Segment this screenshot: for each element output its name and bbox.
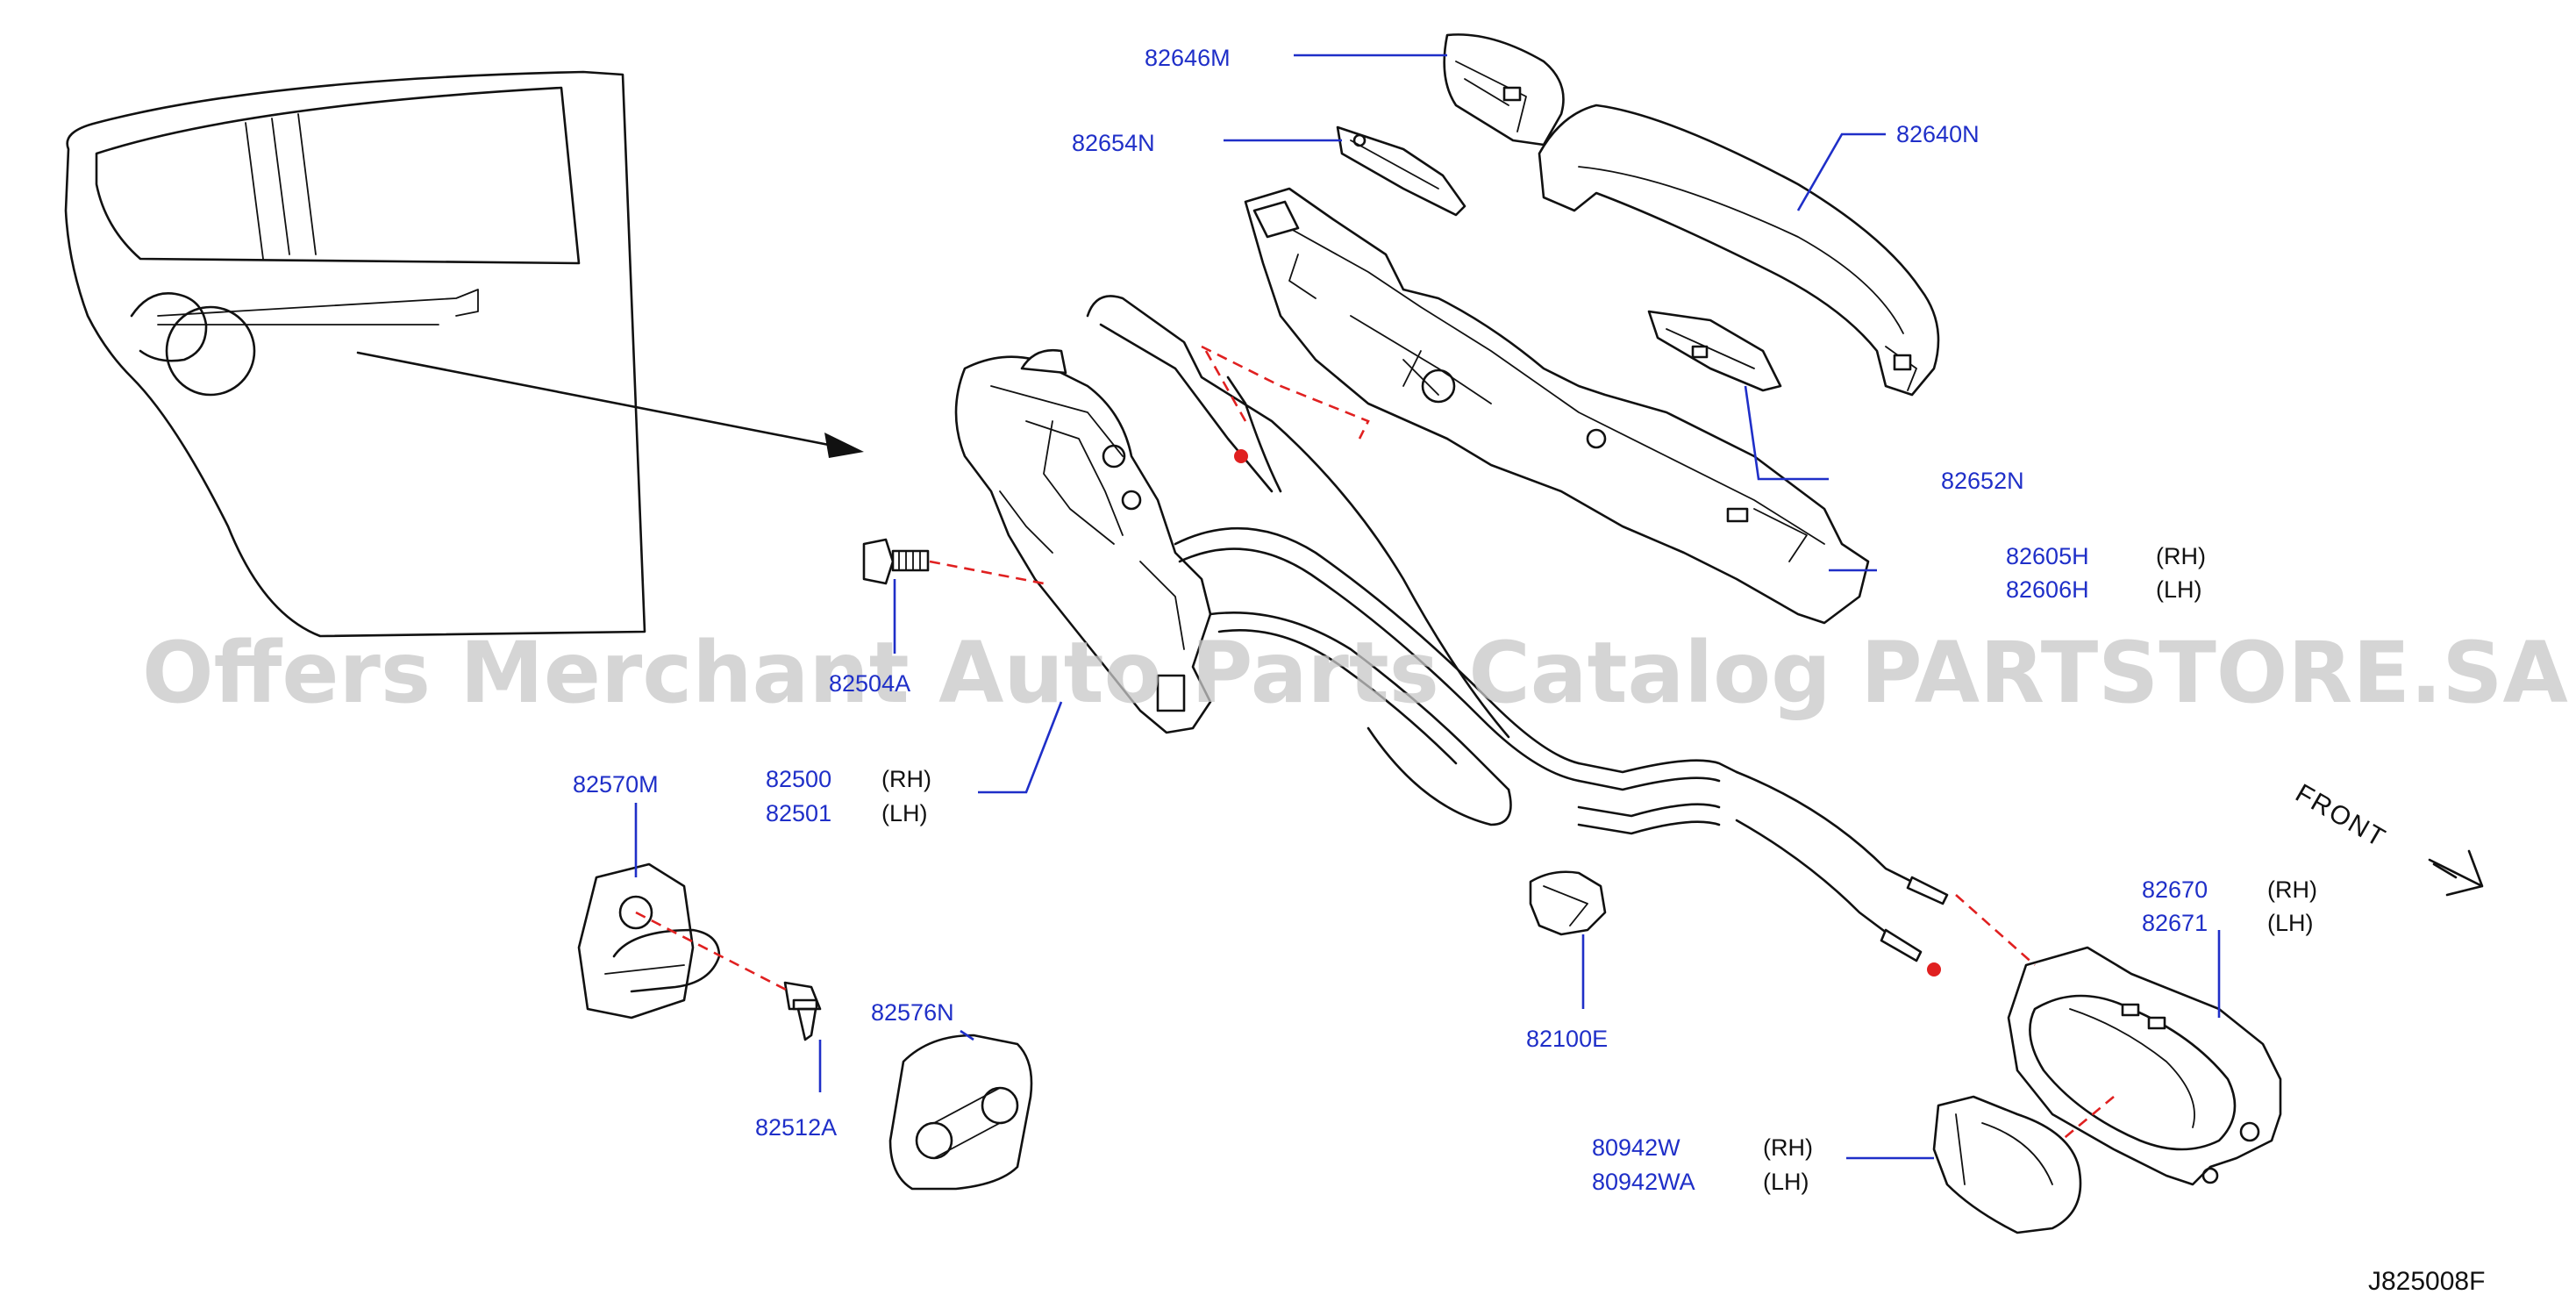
label-82671[interactable]: 82671 [2142,910,2208,936]
label-80942W[interactable]: 80942W [1592,1134,1680,1161]
striker-screw [783,981,822,1041]
label-82504[interactable]: 82504A [829,670,910,697]
label-80942W-side: (RH) [1763,1134,1813,1161]
label-82605H[interactable]: 82605H [2006,543,2089,569]
part-labels: 82646M 82654N 82640N 82652N 82605H (RH) … [573,45,2317,1195]
label-82501[interactable]: 82501 [766,800,831,826]
outside-handle-escutcheon [1443,33,1565,147]
inside-door-handle [2007,946,2282,1186]
label-82652N[interactable]: 82652N [1941,468,2024,494]
location-arrow [356,351,864,458]
door-cables [1086,295,1949,976]
label-82512A[interactable]: 82512A [755,1114,837,1141]
front-label: FRONT [2291,778,2392,853]
bolt [862,538,930,585]
leader-lines [634,54,2221,1160]
label-82671-side: (LH) [2267,910,2314,936]
label-82670-side: (RH) [2267,876,2317,903]
door-lock-actuator [954,348,1212,734]
rear-door-outline [64,70,646,638]
label-82100E[interactable]: 82100E [1526,1026,1608,1052]
label-82646M[interactable]: 82646M [1145,45,1231,71]
striker-shim [888,1034,1033,1191]
label-82606H[interactable]: 82606H [2006,576,2089,603]
handle-gasket-front [1336,125,1466,217]
label-80942WA[interactable]: 80942WA [1592,1169,1695,1195]
handle-gasket-rear [1647,310,1782,392]
label-82501-side: (LH) [881,800,928,826]
outside-handle-bracket [1244,187,1870,625]
front-indicator: FRONT [2291,778,2484,897]
label-82654N[interactable]: 82654N [1072,130,1155,156]
label-80942WA-side: (LH) [1763,1169,1809,1195]
label-82570M[interactable]: 82570M [573,771,659,798]
cable-clip [1529,870,1607,936]
outside-handle-grip [1538,104,1940,397]
label-82640N[interactable]: 82640N [1896,121,1980,147]
label-82670[interactable]: 82670 [2142,876,2208,903]
diagram-code: J825008F [2368,1267,2485,1296]
label-82605H-side: (RH) [2156,543,2206,569]
watermark: Offers Merchant Auto Parts Catalog PARTS… [142,624,2568,722]
door-striker [577,862,721,1019]
handle-cover [1932,1095,2082,1234]
label-82576N[interactable]: 82576N [871,999,954,1026]
front-arrow-icon [2428,849,2484,897]
label-82606H-side: (LH) [2156,576,2202,603]
label-82500-side: (RH) [881,766,931,792]
label-82500[interactable]: 82500 [766,766,831,792]
assembly-guide-lines [635,345,2115,1141]
